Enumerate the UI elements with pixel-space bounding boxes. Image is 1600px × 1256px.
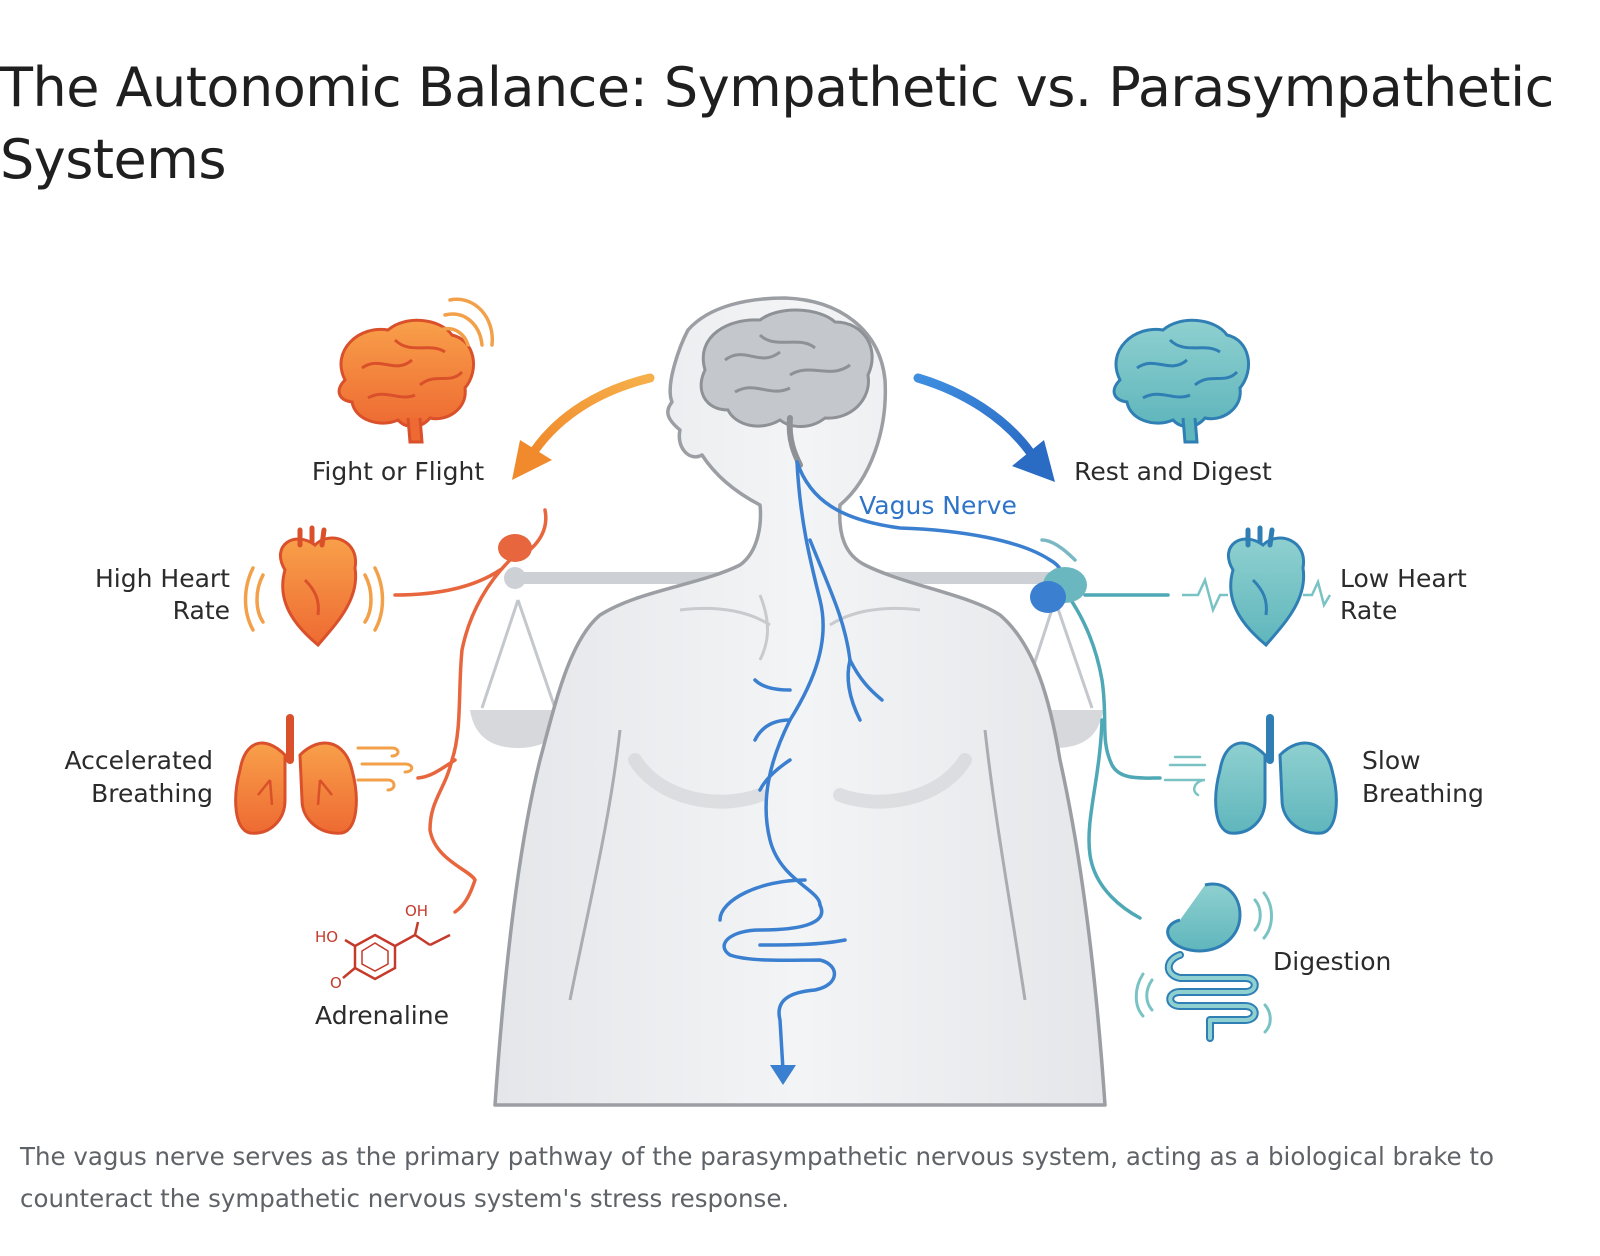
vagus-nerve-label: Vagus Nerve xyxy=(859,491,1017,520)
accelerated-breathing-label: Breathing xyxy=(91,779,213,808)
parasympathetic-nerve xyxy=(1040,538,1170,920)
sympathetic-nerve xyxy=(393,508,548,914)
vagus-nerve xyxy=(718,460,1070,1072)
calm-heart-icon xyxy=(1182,525,1332,648)
figure-caption: The vagus nerve serves as the primary pa… xyxy=(20,1142,1494,1213)
downward-arrow-icon xyxy=(770,1065,796,1085)
low-heart-rate-label: Low Heart xyxy=(1340,564,1467,593)
rest-and-digest-label: Rest and Digest xyxy=(1074,457,1272,486)
racing-heart-icon xyxy=(243,525,385,648)
calm-brain-icon xyxy=(1112,318,1250,444)
page-title: The Autonomic Balance: Sympathetic vs. P… xyxy=(0,56,1554,191)
rapid-lungs-icon xyxy=(234,714,414,835)
vagus-ganglion xyxy=(1030,567,1087,613)
stressed-brain-icon xyxy=(337,297,494,444)
calm-lungs-icon xyxy=(1163,714,1338,835)
accelerated-breathing-label: Accelerated xyxy=(64,746,213,775)
low-heart-rate-label: Rate xyxy=(1340,596,1397,625)
chem-label: OH xyxy=(405,902,428,920)
adrenaline-label: Adrenaline xyxy=(315,1001,449,1030)
chem-label: O xyxy=(330,974,342,992)
digestion-label: Digestion xyxy=(1273,947,1391,976)
autonomic-diagram: OH HO O Fight or Flight Rest and Digest … xyxy=(64,296,1484,1107)
high-heart-rate-label: High Heart xyxy=(95,564,230,593)
slow-breathing-label: Breathing xyxy=(1362,779,1484,808)
sympathetic-arrow-icon xyxy=(512,373,655,480)
high-heart-rate-label: Rate xyxy=(173,596,230,625)
parasympathetic-arrow-icon xyxy=(913,373,1055,482)
chem-label: HO xyxy=(315,928,338,946)
slow-breathing-label: Slow xyxy=(1362,746,1421,775)
adrenaline-molecule-icon: OH HO O xyxy=(315,902,451,992)
brain-icon xyxy=(699,308,874,468)
digestion-icon xyxy=(1134,882,1273,1042)
fight-or-flight-label: Fight or Flight xyxy=(312,457,484,486)
